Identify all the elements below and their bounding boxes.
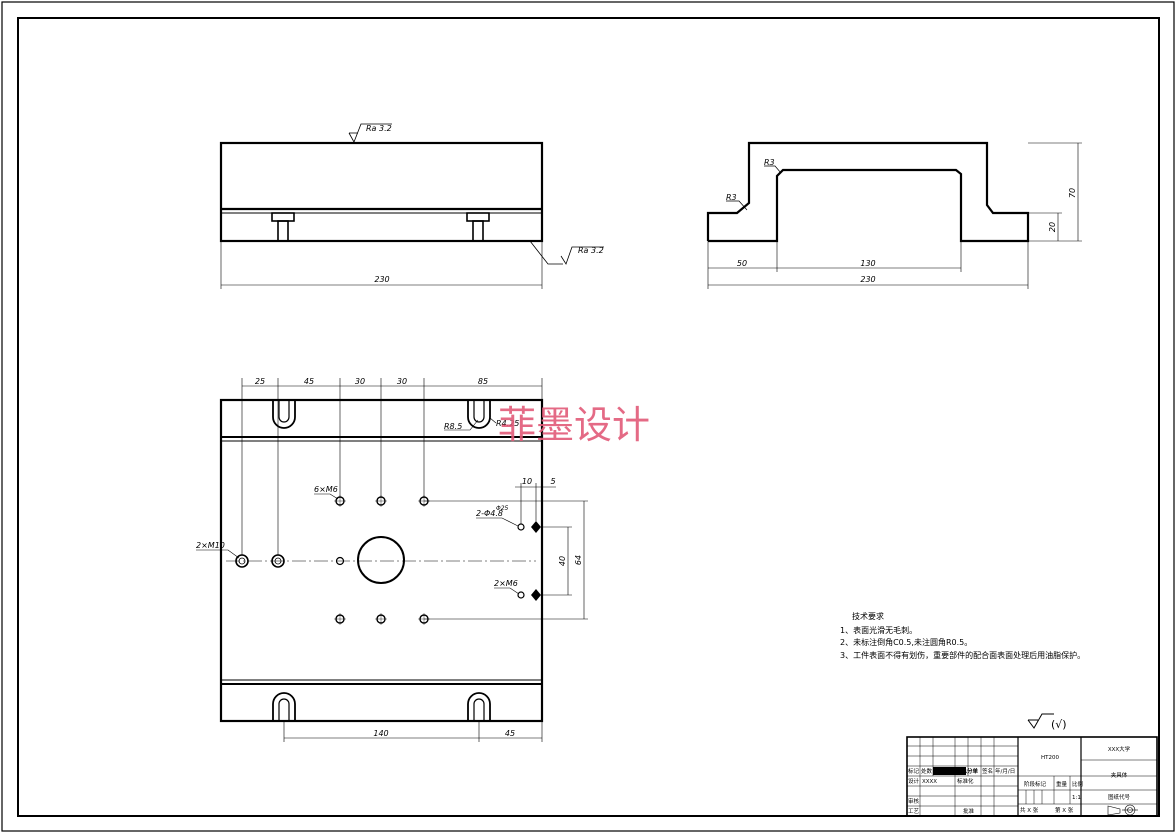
tb-stamp-text: 汇总分单: [956, 767, 979, 775]
side-dim-left: 50: [737, 259, 747, 268]
title-stamp: [933, 767, 966, 775]
tb-count-label: 处数: [921, 767, 933, 775]
dim-10: 10: [522, 477, 532, 486]
watermark: 菲墨设计: [498, 403, 650, 447]
side-dim-middle: 130: [860, 259, 875, 268]
dim-140: 140: [373, 729, 388, 738]
slot-outer-radius: R8.5: [444, 422, 462, 431]
tb-scale-label: 比例: [1072, 780, 1084, 788]
side-view: [706, 141, 1082, 289]
tb-weight-label: 重量: [1056, 780, 1068, 788]
dim-30b: 30: [397, 377, 407, 386]
holes-m6b-label: 2×M6: [494, 579, 518, 588]
dim-30a: 30: [355, 377, 365, 386]
tech-item-3: 3、工件表面不得有划伤，重要部件的配合面表面处理后用油脂保护。: [840, 650, 1085, 660]
tech-title: 技术要求: [852, 611, 884, 621]
inner-border: [17, 17, 1160, 817]
tb-material: HT200: [1041, 755, 1059, 761]
tb-drawing-no: 图纸代号: [1108, 793, 1131, 801]
dim-64: 64: [574, 555, 583, 565]
tech-requirements: 技术要求 1、表面光滑无毛刺。 2、未标注倒角C0.5,未注圆角R0.5。 3、…: [840, 611, 1085, 660]
tb-standard-label: 标准化: [957, 777, 974, 785]
roughness-bracket: (√): [1051, 718, 1067, 731]
title-block: [906, 736, 1158, 817]
dim-40: 40: [558, 556, 567, 566]
tech-item-2: 2、未标注倒角C0.5,未注圆角R0.5。: [840, 637, 972, 647]
tb-stage-label: 阶段标记: [1024, 780, 1047, 788]
general-roughness-symbol: [1027, 713, 1054, 729]
side-height-total: 70: [1068, 188, 1077, 198]
dim-85: 85: [478, 377, 488, 386]
front-roughness-bottom: Ra 3.2: [578, 246, 604, 255]
tb-design-name: XXXX: [922, 779, 937, 785]
front-view: [219, 123, 604, 289]
dim-5: 5: [550, 477, 555, 486]
tb-date-label: 年/月/日: [995, 767, 1015, 775]
slot-inner-radius: R4.25: [496, 419, 519, 428]
title-block-text: 标记 处数 签名 年/月/日 设计 XXXX 标准化 审核 工艺 批准 HT20…: [908, 745, 1131, 815]
dim-45-bottom: 45: [505, 729, 515, 738]
tech-item-1: 1、表面光滑无毛刺。: [840, 625, 917, 635]
tb-part-name: 夹具体: [1111, 771, 1128, 779]
dim-45: 45: [304, 377, 314, 386]
pin-depth-label: Φ25: [496, 505, 509, 512]
dim-25: 25: [255, 377, 265, 386]
tb-sheets-total: 共 X 张: [1020, 806, 1039, 814]
tb-review-label: 审核: [908, 797, 920, 805]
holes-m6-label: 6×M6: [314, 485, 338, 494]
tb-sheet-no: 第 X 张: [1055, 806, 1074, 814]
top-view: [196, 378, 588, 742]
tb-scale: 1:1: [1072, 795, 1081, 801]
front-roughness-top: Ra 3.2: [366, 124, 392, 133]
top-view-dims: 25 45 30 30 85 R8.5 R4.25 6×M6 2×M10 2-Φ…: [196, 377, 583, 738]
tb-university: XXX大学: [1108, 745, 1131, 753]
tb-design-label: 设计: [908, 777, 920, 785]
tb-process-label: 工艺: [908, 808, 920, 815]
side-radius-outer: R3: [726, 193, 737, 202]
side-radius-inner: R3: [764, 158, 775, 167]
holes-m10-label: 2×M10: [196, 541, 225, 550]
side-width-dim: 230: [860, 275, 875, 284]
tb-approve-label: 批准: [963, 807, 975, 815]
tb-mark-label: 标记: [908, 767, 920, 775]
side-height-step: 20: [1048, 222, 1057, 232]
front-width-dim: 230: [374, 275, 389, 284]
holes-pin-label: 2-Φ4.8: [476, 509, 503, 518]
tb-sign-label: 签名: [982, 767, 993, 775]
